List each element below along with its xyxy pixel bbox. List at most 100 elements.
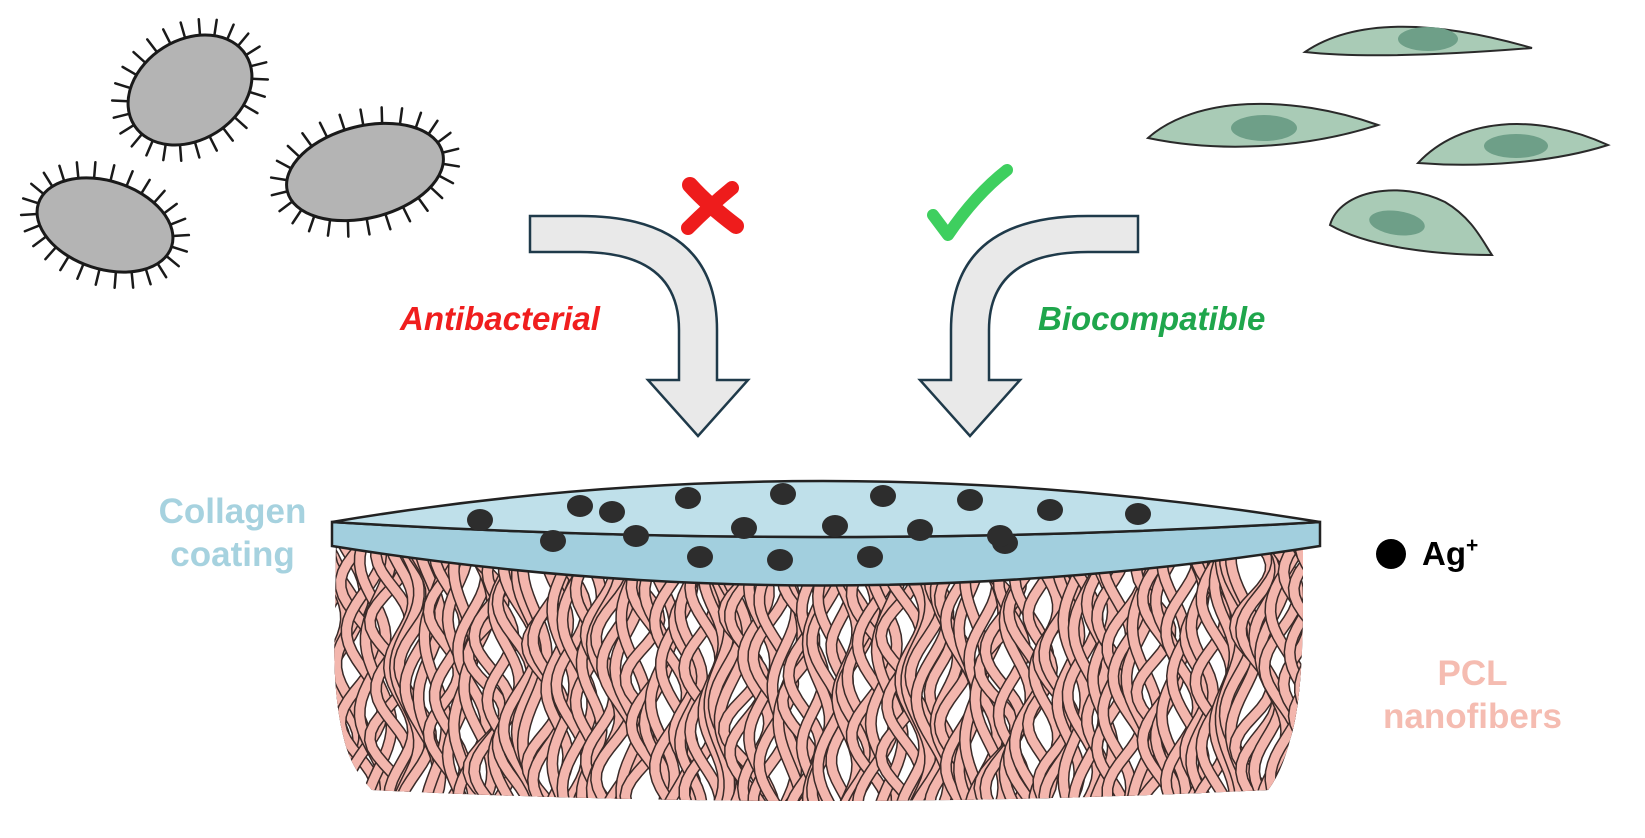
bacterium-cilium xyxy=(162,202,178,215)
bacterium-cilium xyxy=(318,121,329,139)
bacterium-cilium xyxy=(32,235,48,248)
bacterium-cilium xyxy=(301,132,313,148)
bacterium-cilium xyxy=(275,159,293,170)
silver-ion-dot xyxy=(687,546,713,568)
bacterium-cilium xyxy=(130,132,144,148)
biocompatible-label: Biocompatible xyxy=(1038,300,1266,337)
bacterium-cilium xyxy=(365,217,371,236)
bacterium-icon xyxy=(110,18,270,162)
bacterium-cilium xyxy=(76,262,85,280)
nanofiber-strand xyxy=(1289,540,1303,801)
bacterium-cilium xyxy=(42,171,54,188)
bacterium-cilium xyxy=(236,32,250,48)
bacterium-cilium xyxy=(346,219,350,238)
collagen-coating-label: Collagen coating xyxy=(140,490,325,576)
pcl-nanofibers-label: PCL nanofibers xyxy=(1380,652,1565,738)
bacterium-cilium xyxy=(359,108,365,127)
silver-ion-dot xyxy=(907,519,933,541)
cell-icon xyxy=(1328,189,1494,257)
collagen-coating-layer xyxy=(330,479,1322,587)
bacterium-cilium xyxy=(437,174,455,185)
bacterium-cilium xyxy=(119,123,136,135)
silver-ion-dots xyxy=(467,483,1151,571)
silver-ion-dot xyxy=(987,525,1013,547)
bacterium-cilium xyxy=(242,103,259,115)
bacterium-cilium xyxy=(286,144,301,159)
bacterium-cilium xyxy=(130,270,135,289)
bacterium-icon xyxy=(19,161,191,289)
pcl-label-line2: nanofibers xyxy=(1383,697,1562,736)
silver-ion-dot xyxy=(731,517,757,539)
bacterium-cilium xyxy=(146,38,159,54)
nanofiber-strand xyxy=(547,540,579,801)
bacterium-cilium xyxy=(244,45,261,57)
cell-icon xyxy=(1145,102,1382,148)
bacterium-cilium xyxy=(121,65,138,77)
bacterium-cilium xyxy=(221,126,234,142)
silver-ion-dot xyxy=(599,501,625,523)
bacterium-cilium xyxy=(21,197,40,205)
bacterium-cilium xyxy=(338,113,346,132)
bacterium-cilium xyxy=(401,205,412,223)
bacterium-cilium xyxy=(113,270,118,289)
bacterium-cilium xyxy=(156,262,168,279)
silver-ion-dot xyxy=(1125,503,1151,525)
bacterium-cilium xyxy=(30,182,45,196)
bacterium-cilium xyxy=(193,140,201,159)
bacterium-cilium xyxy=(140,178,151,195)
bacterium-cilium xyxy=(145,139,155,157)
bacterium-cilium xyxy=(250,77,270,81)
bacterium-cilium xyxy=(384,212,392,231)
bacterium-cilium xyxy=(19,212,39,217)
bacterium-cilium xyxy=(110,99,130,103)
silver-ion-dot xyxy=(675,487,701,509)
nanofiber-strand xyxy=(1161,540,1203,801)
nanofiber-strand xyxy=(577,540,607,801)
silver-ion-dot xyxy=(467,509,493,531)
bacterium-cilium xyxy=(125,170,134,188)
bacterium-cilium xyxy=(169,217,187,226)
bacterium-cilium xyxy=(161,28,172,45)
bacterium-cilium xyxy=(291,208,303,225)
bacterium-cilium xyxy=(269,176,289,182)
bacterium-cilium xyxy=(58,164,66,183)
bacterium-cilium xyxy=(59,255,70,272)
bacterium-cilium xyxy=(152,189,166,205)
bacterium-cilium xyxy=(414,111,423,130)
bacterium-cilium xyxy=(23,224,41,233)
collagen-label-line2: coating xyxy=(170,535,295,574)
bacterium-cilium xyxy=(144,267,152,286)
cell-icon xyxy=(1415,123,1611,166)
silver-ion-legend: Ag+ xyxy=(1376,535,1478,573)
bacterium-cilium xyxy=(417,196,429,212)
bacterium-cilium xyxy=(307,214,316,233)
cell-icon xyxy=(1302,25,1533,57)
bacterium-cilium xyxy=(427,119,439,136)
bacterium-cilium xyxy=(44,245,58,261)
silver-ion-dot xyxy=(567,495,593,517)
silver-ion-legend-label: Ag+ xyxy=(1422,535,1478,573)
bacterium-cilium xyxy=(75,161,80,180)
bacterium-cilium xyxy=(248,90,266,98)
bacterium-cilium xyxy=(132,50,147,65)
bacterium-cilium xyxy=(398,107,404,126)
ag-charge: + xyxy=(1466,534,1479,557)
bacterium-cilium xyxy=(278,200,294,213)
collagen-label-line1: Collagen xyxy=(158,492,307,531)
bacterium-cilium xyxy=(162,143,167,162)
check-mark-icon xyxy=(927,164,1013,241)
bacterium-cilium xyxy=(380,106,384,125)
bacterium-cilium xyxy=(94,267,101,286)
pcl-label-line1: PCL xyxy=(1437,654,1508,693)
bacterium-cilium xyxy=(171,233,191,238)
nanofiber-strand-outline xyxy=(1293,540,1303,801)
bacterium-body xyxy=(35,176,175,274)
bacterium-cilium xyxy=(249,61,268,68)
silver-ion-dot xyxy=(822,515,848,537)
bacterium-cilium xyxy=(109,164,116,183)
cells-group xyxy=(1145,25,1611,257)
bacterium-cilium xyxy=(208,135,219,152)
bacterium-cilium xyxy=(92,161,97,180)
bacterium-body xyxy=(126,33,254,147)
